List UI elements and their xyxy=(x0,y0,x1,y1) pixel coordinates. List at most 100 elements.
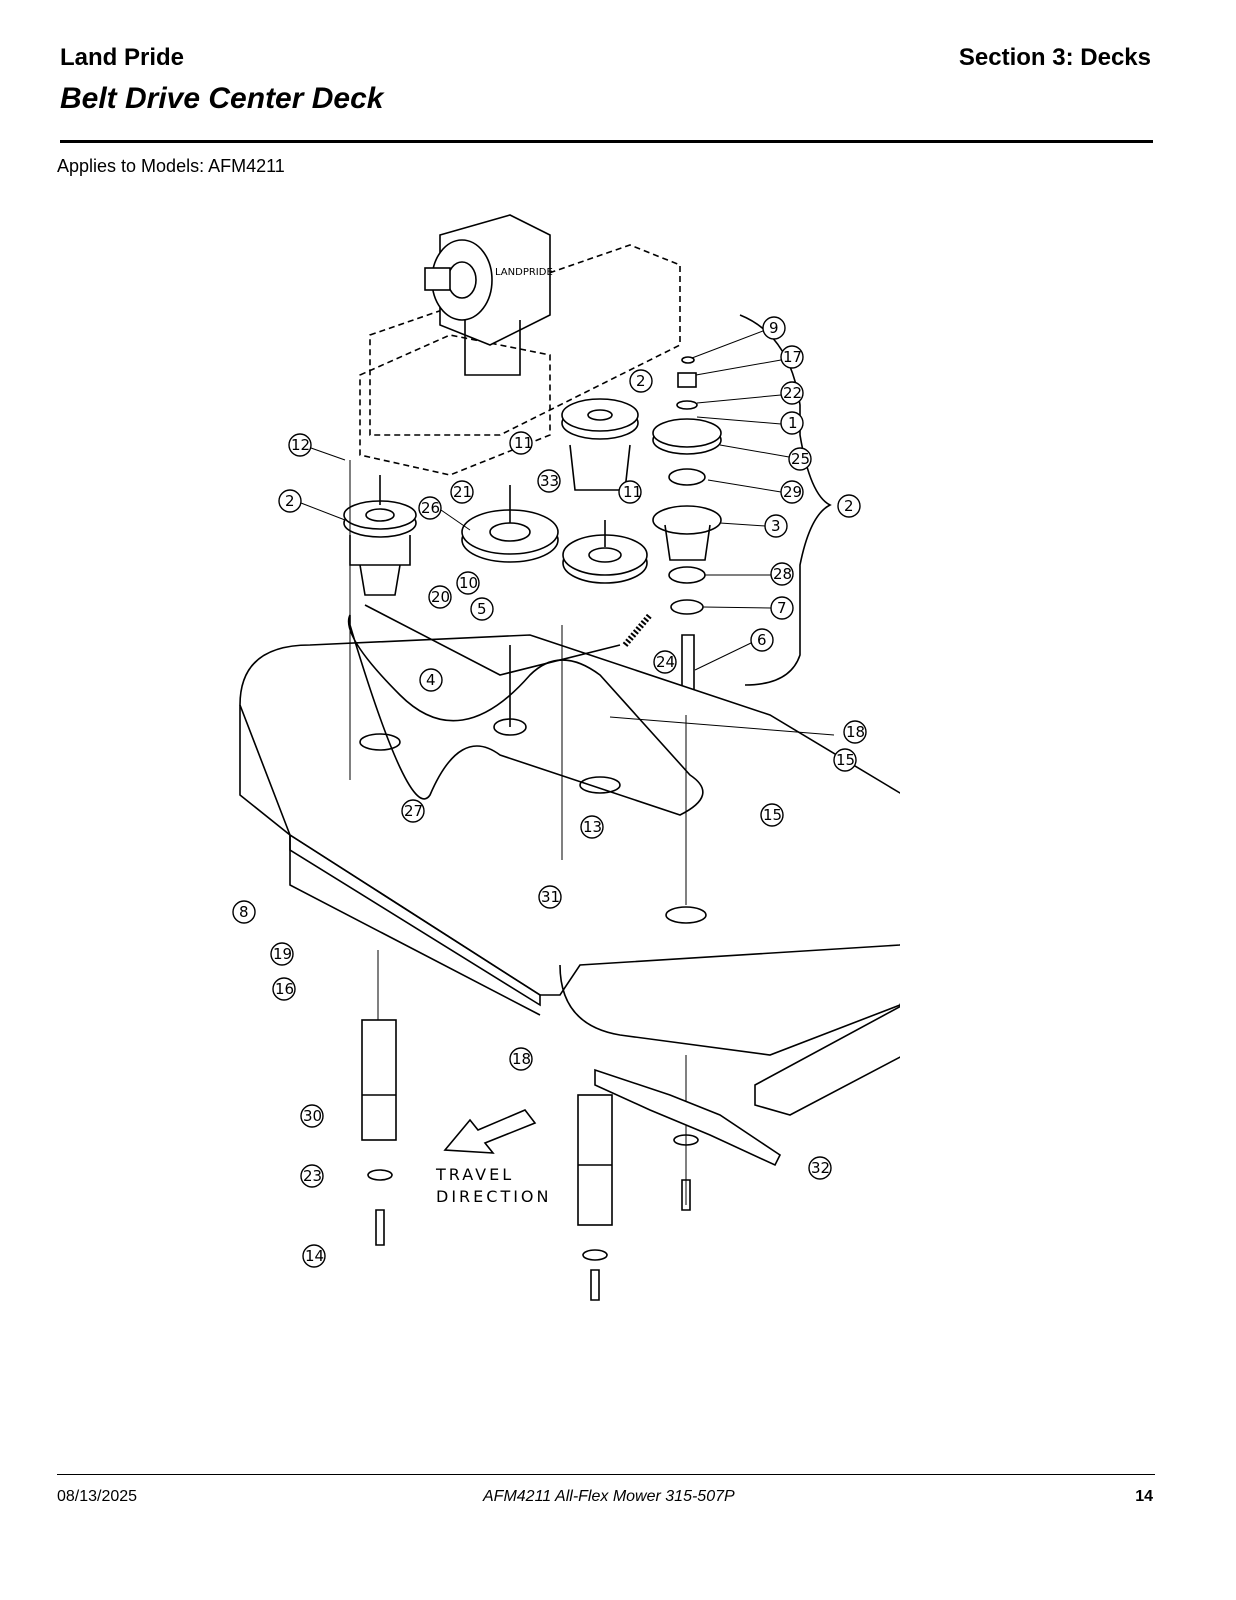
svg-text:16: 16 xyxy=(275,980,294,998)
svg-text:13: 13 xyxy=(583,818,602,836)
callout-4: 4 xyxy=(419,668,443,692)
callout-18-top: 18 xyxy=(843,720,867,744)
svg-text:8: 8 xyxy=(239,903,249,921)
callout-5: 5 xyxy=(470,597,494,621)
callout-13: 13 xyxy=(580,815,604,839)
gearbox-logo: LANDPRIDE xyxy=(495,267,553,278)
page-number: 14 xyxy=(1135,1488,1153,1505)
svg-text:7: 7 xyxy=(777,599,787,617)
right-spindle-exploded xyxy=(652,356,722,706)
callout-9: 9 xyxy=(762,316,786,340)
footer-date: 08/13/2025 xyxy=(57,1488,138,1505)
header-section: Section 3: Decks xyxy=(958,44,1151,71)
callout-11-right: 11 xyxy=(618,480,642,504)
blade-spacer-center xyxy=(577,1094,613,1301)
footer-document: AFM4211 All-Flex Mower 315-507P xyxy=(483,1488,735,1505)
callout-6: 6 xyxy=(750,628,774,652)
mower-deck xyxy=(239,634,900,1056)
idler-pulley-33 xyxy=(562,520,648,584)
svg-text:20: 20 xyxy=(431,588,450,606)
svg-text:26: 26 xyxy=(421,499,440,517)
callout-10: 10 xyxy=(456,571,480,595)
callout-19: 19 xyxy=(270,942,294,966)
callout-7: 7 xyxy=(770,596,794,620)
callout-25: 25 xyxy=(788,447,812,471)
svg-text:24: 24 xyxy=(656,653,675,671)
svg-text:2: 2 xyxy=(636,372,646,390)
svg-text:10: 10 xyxy=(459,574,478,592)
svg-text:19: 19 xyxy=(273,945,292,963)
svg-text:17: 17 xyxy=(783,348,802,366)
svg-text:12: 12 xyxy=(291,436,310,454)
callout-11-left: 11 xyxy=(509,431,533,455)
svg-text:33: 33 xyxy=(540,472,559,490)
travel-label-line1: TRAVEL xyxy=(435,1165,514,1184)
callout-28: 28 xyxy=(770,562,794,586)
callout-24: 24 xyxy=(653,650,677,674)
drive-belt xyxy=(347,614,704,816)
callout-20: 20 xyxy=(428,585,452,609)
callout-27: 27 xyxy=(401,799,425,823)
skid-shoe xyxy=(754,1005,900,1116)
svg-text:14: 14 xyxy=(305,1247,324,1265)
center-spindle xyxy=(561,398,639,491)
callout-23: 23 xyxy=(300,1164,324,1188)
svg-text:32: 32 xyxy=(811,1159,830,1177)
svg-text:27: 27 xyxy=(404,802,423,820)
callout-33: 33 xyxy=(537,469,561,493)
svg-text:1: 1 xyxy=(788,414,798,432)
header-rule xyxy=(60,140,1153,143)
callout-2-top: 2 xyxy=(629,369,653,393)
svg-text:3: 3 xyxy=(771,517,781,535)
callout-21: 21 xyxy=(450,480,474,504)
callout-8: 8 xyxy=(232,900,256,924)
callout-22: 22 xyxy=(780,381,804,405)
svg-text:5: 5 xyxy=(477,600,487,618)
callout-15-top: 15 xyxy=(833,748,857,772)
svg-text:25: 25 xyxy=(791,450,810,468)
svg-text:28: 28 xyxy=(773,565,792,583)
svg-text:6: 6 xyxy=(757,631,767,649)
svg-text:22: 22 xyxy=(783,384,802,402)
gearbox-mount xyxy=(369,244,681,436)
callout-17: 17 xyxy=(780,345,804,369)
callout-3: 3 xyxy=(764,514,788,538)
callout-29: 29 xyxy=(780,480,804,504)
gearbox: LANDPRIDE xyxy=(424,214,553,376)
svg-text:18: 18 xyxy=(512,1050,531,1068)
svg-text:23: 23 xyxy=(303,1167,322,1185)
callout-14: 14 xyxy=(302,1244,326,1268)
left-spindle xyxy=(343,475,417,596)
header-brand: Land Pride xyxy=(60,44,185,71)
callout-31: 31 xyxy=(538,885,562,909)
callout-16: 16 xyxy=(272,977,296,1001)
callout-18-bottom: 18 xyxy=(509,1047,533,1071)
mower-blade xyxy=(594,1068,782,1167)
footer-rule xyxy=(57,1474,1155,1475)
callout-15-bottom: 15 xyxy=(760,803,784,827)
travel-arrow xyxy=(443,1109,537,1154)
svg-text:4: 4 xyxy=(426,671,436,689)
applies-to-models: Applies to Models: AFM4211 xyxy=(57,156,285,176)
belt-strand xyxy=(364,604,621,676)
svg-text:11: 11 xyxy=(623,483,642,501)
svg-text:2: 2 xyxy=(285,492,295,510)
page-title: Belt Drive Center Deck xyxy=(60,82,384,115)
gearbox-bracket xyxy=(359,334,551,476)
svg-text:11: 11 xyxy=(514,434,533,452)
svg-text:2: 2 xyxy=(844,497,854,515)
blade-spacer-left xyxy=(361,1019,397,1246)
idler-pulley-26 xyxy=(461,485,559,563)
parts-diagram: LANDPRIDE xyxy=(232,214,900,1301)
travel-label-line2: DIRECTION xyxy=(436,1187,552,1206)
callout-2-left: 2 xyxy=(278,489,302,513)
svg-text:21: 21 xyxy=(453,483,472,501)
callout-2-right: 2 xyxy=(837,494,861,518)
svg-text:30: 30 xyxy=(303,1107,322,1125)
callout-30: 30 xyxy=(300,1104,324,1128)
callout-26: 26 xyxy=(418,496,442,520)
svg-text:15: 15 xyxy=(763,806,782,824)
svg-text:31: 31 xyxy=(541,888,560,906)
callout-12: 12 xyxy=(288,433,312,457)
tension-spring xyxy=(622,613,653,647)
